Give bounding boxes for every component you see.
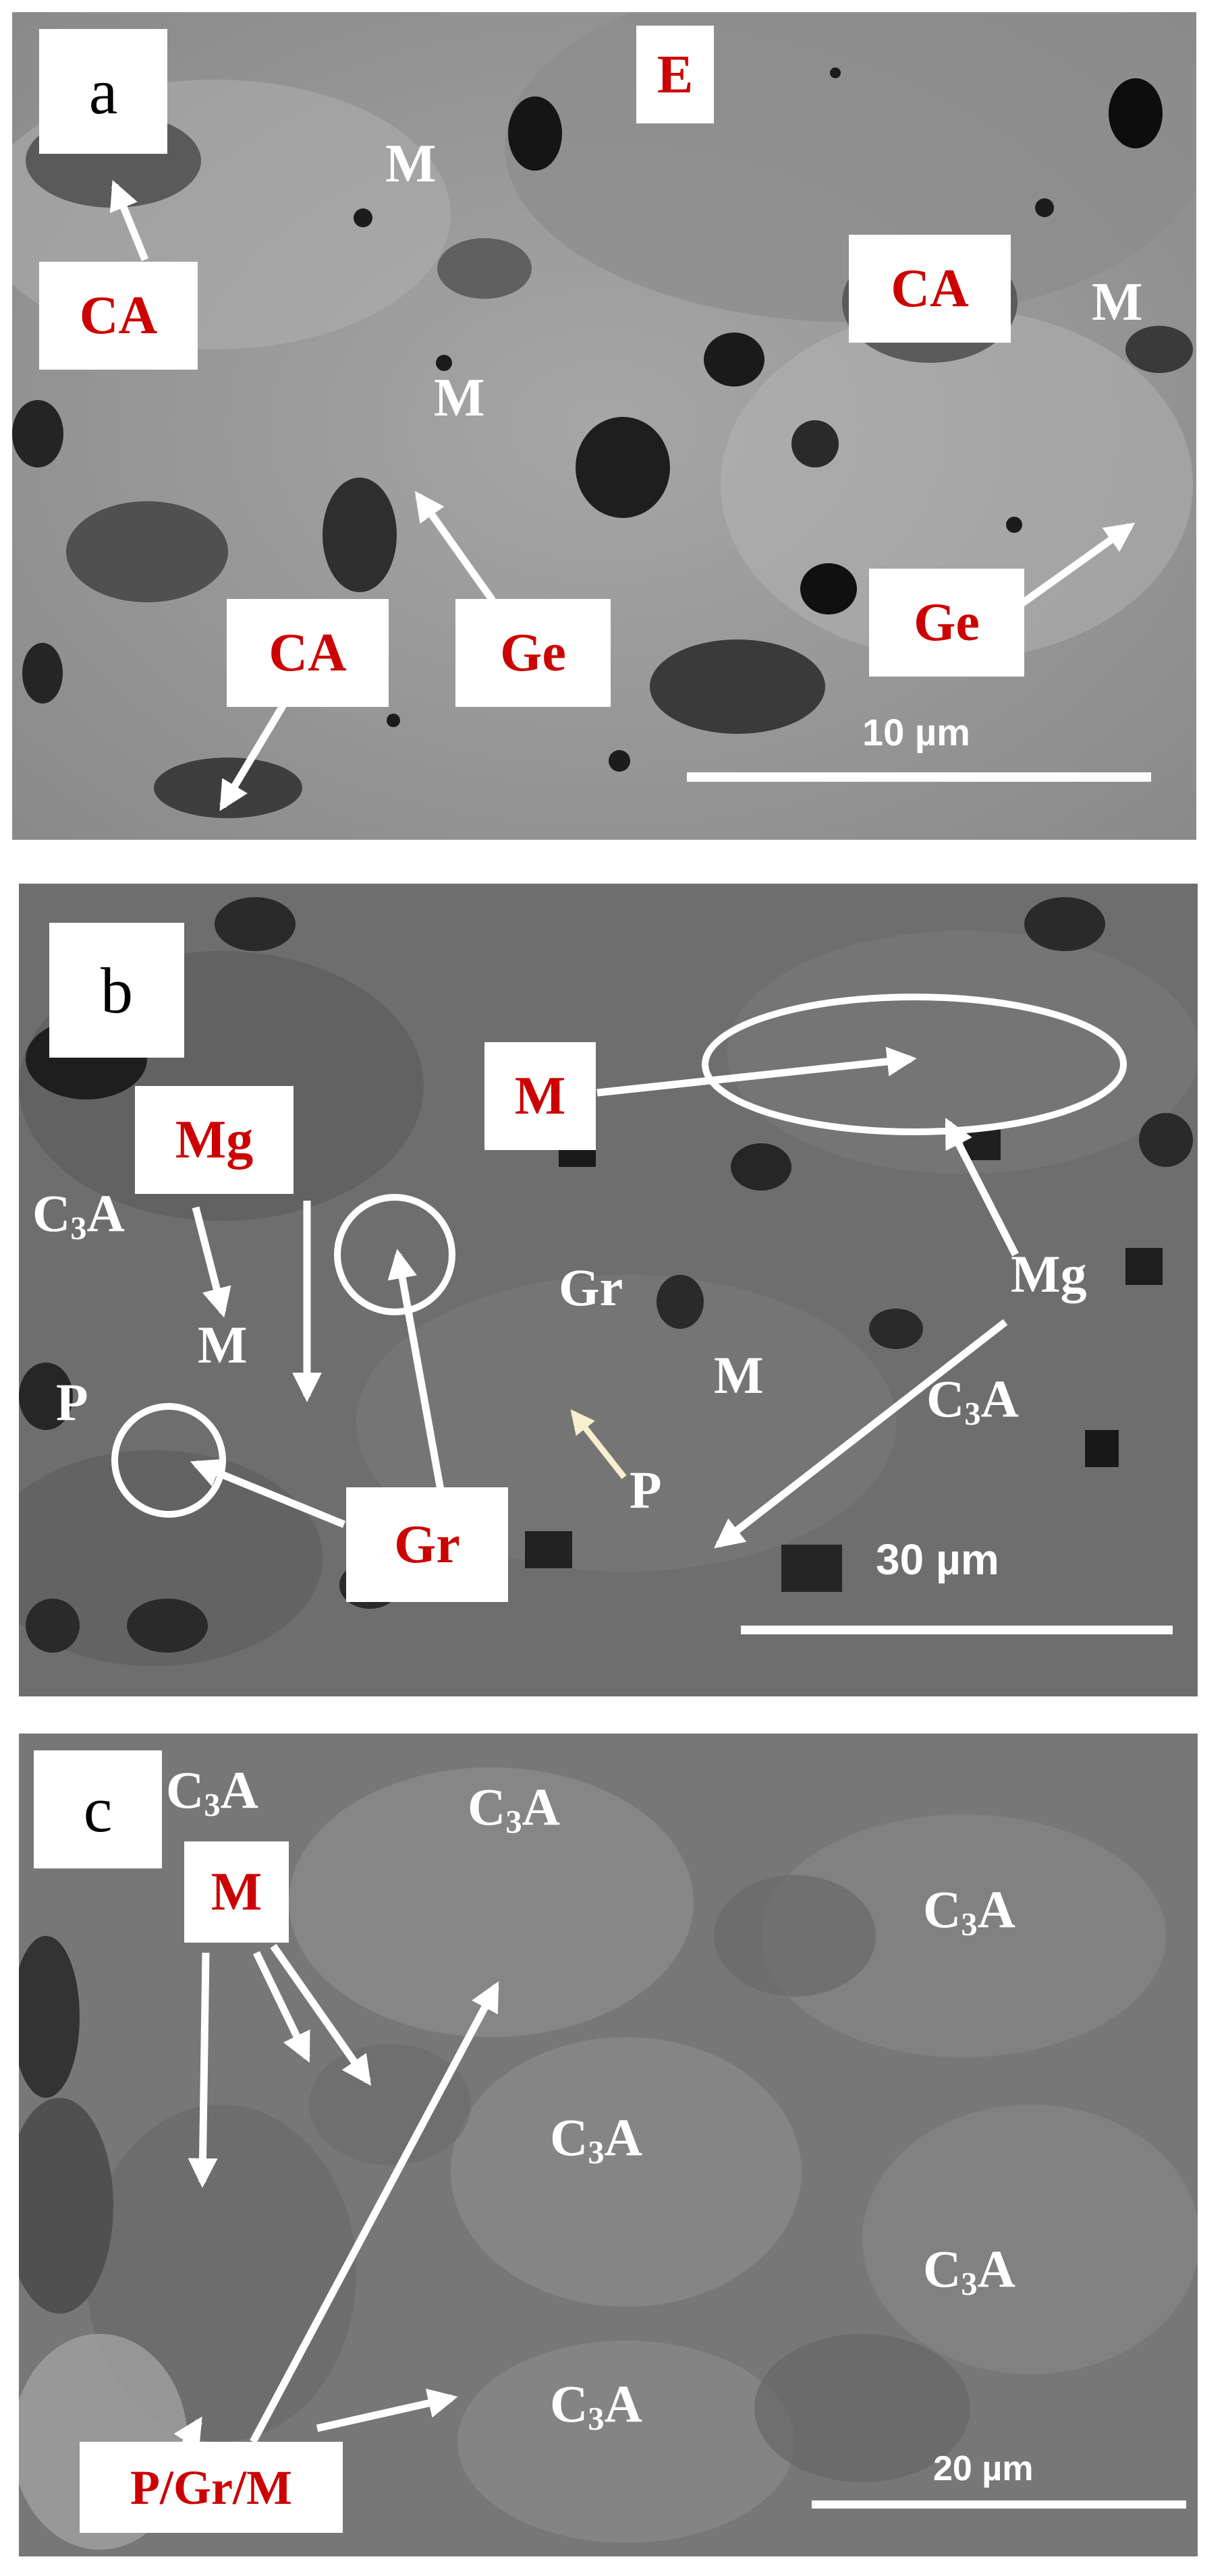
label-box-gr: Gr xyxy=(346,1487,508,1602)
scale-bar-b-label: 30 µm xyxy=(876,1535,999,1584)
panel-b-micrograph: b M Mg Gr C3A C3A M M P P Gr Mg 30 µm xyxy=(19,884,1198,1696)
label-box-e: E xyxy=(636,26,714,123)
label-c3a-1: C3A xyxy=(166,1761,258,1824)
label-box-m: M xyxy=(484,1042,596,1150)
label-gr-center: Gr xyxy=(559,1258,623,1317)
scale-bar-a xyxy=(687,772,1151,782)
label-m-top: M xyxy=(385,134,437,194)
panel-b-letter: b xyxy=(49,923,184,1058)
scale-bar-c xyxy=(812,2500,1186,2509)
panel-a-texture xyxy=(12,12,1196,840)
label-c3a-4: C3A xyxy=(550,2108,642,2171)
label-box-mg: Mg xyxy=(135,1086,294,1194)
panel-a-letter: a xyxy=(39,29,167,154)
scale-bar-c-label: 20 µm xyxy=(933,2449,1034,2488)
scale-bar-a-label: 10 µm xyxy=(862,711,970,753)
label-box-ge-center: Ge xyxy=(455,599,611,707)
label-m-center: M xyxy=(434,368,485,428)
label-c3a-5: C3A xyxy=(923,2239,1015,2303)
label-c3a-3: C3A xyxy=(923,1880,1015,1943)
label-c3a-left: C3A xyxy=(32,1184,125,1247)
label-c3a-right: C3A xyxy=(926,1369,1019,1433)
panel-c-letter: c xyxy=(34,1750,162,1868)
panel-c-micrograph: c M P/Gr/M C3A C3A C3A C3A C3A C3A 20 µm xyxy=(19,1734,1198,2556)
label-c3a-2: C3A xyxy=(468,1777,560,1841)
label-p-left: P xyxy=(56,1373,88,1431)
label-m-center: M xyxy=(714,1346,764,1404)
panel-a-micrograph: a E CA CA CA Ge Ge M M M 10 µm xyxy=(12,12,1196,840)
label-p-center: P xyxy=(630,1460,662,1519)
label-box-ca-top-left: CA xyxy=(39,262,198,370)
label-box-ca-bottom: CA xyxy=(227,599,389,707)
label-box-m: M xyxy=(184,1841,289,1943)
scale-bar-b xyxy=(741,1626,1173,1634)
label-m-right: M xyxy=(1092,273,1143,332)
label-c3a-6: C3A xyxy=(550,2374,642,2438)
label-box-ca-right: CA xyxy=(849,235,1011,343)
label-box-ge-right: Ge xyxy=(869,569,1024,677)
label-m-left: M xyxy=(198,1315,248,1374)
label-mg-right: Mg xyxy=(1011,1244,1087,1303)
label-box-p-gr-m: P/Gr/M xyxy=(80,2442,343,2533)
